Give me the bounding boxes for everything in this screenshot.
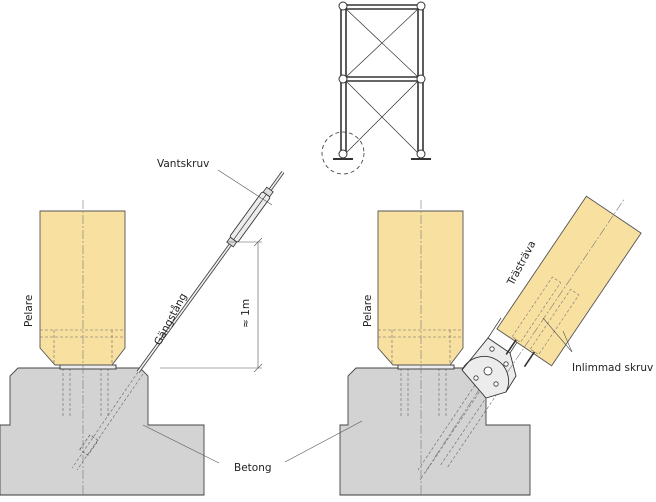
label-pelare-left: Pelare xyxy=(23,295,35,327)
detail-marker-circle xyxy=(321,131,365,175)
frame-elevation xyxy=(321,1,431,175)
left-detail xyxy=(0,169,285,496)
base-plate-right xyxy=(397,364,455,370)
column-right xyxy=(377,210,464,366)
label-dimension: ≈ 1m xyxy=(240,299,252,328)
label-inlimmad-skruv: Inlimmad skruv xyxy=(572,362,653,374)
label-pelare-right: Pelare xyxy=(362,295,374,327)
column-left xyxy=(39,210,126,366)
dimension-line xyxy=(160,237,263,373)
label-vantskruv: Vantskruv xyxy=(157,158,209,170)
concrete-foundation-left xyxy=(0,367,205,496)
timber-strut xyxy=(496,195,642,373)
turnbuckle xyxy=(226,186,274,248)
label-betong: Betong xyxy=(234,462,272,474)
anchor-rods-right xyxy=(400,368,447,418)
label-gangstang: Gängstång xyxy=(151,291,189,348)
base-plate-left xyxy=(59,364,117,370)
right-detail xyxy=(284,195,642,496)
anchor-rods-left xyxy=(62,368,109,418)
